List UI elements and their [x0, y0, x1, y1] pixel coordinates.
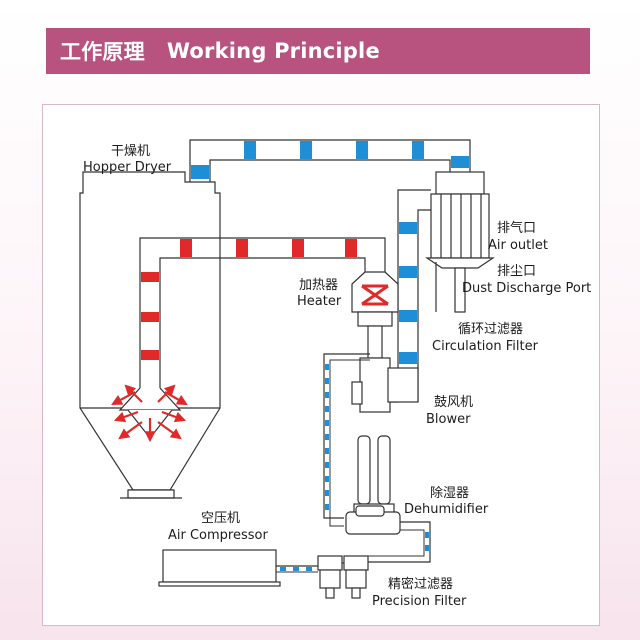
label-circulation-filter-zh: 循环过滤器 [458, 322, 523, 337]
label-precision-filter-en: Precision Filter [372, 594, 467, 609]
label-precision-filter-zh: 精密过滤器 [388, 576, 453, 592]
label-air-outlet-zh: 排气口 [497, 220, 536, 236]
hot-air-arrows [111, 384, 188, 443]
hot-air-pipe [118, 237, 386, 439]
air-compressor [158, 549, 281, 587]
label-circulation-filter-en: Circulation Filter [432, 339, 539, 354]
title-en: Working Principle [166, 39, 380, 63]
label-air-compressor-en: Air Compressor [168, 528, 268, 543]
title-zh: 工作原理 [60, 40, 145, 64]
label-heater-en: Heater [297, 294, 342, 309]
label-dust-port-en: Dust Discharge Port [462, 281, 591, 296]
label-hopper-dryer-en: Hopper Dryer [83, 160, 172, 175]
precision-filter [317, 555, 369, 599]
dry-air-line [323, 353, 370, 527]
hopper-dryer [79, 171, 221, 499]
label-dust-port-zh: 排尘口 [497, 264, 536, 279]
label-air-outlet-en: Air outlet [488, 238, 548, 253]
label-dehumidifier-en: Dehumidifier [404, 502, 489, 517]
title-banner: 工作原理 Working Principle [46, 28, 590, 74]
label-heater-zh: 加热器 [299, 278, 338, 293]
filter-to-blower-pipe [388, 189, 431, 403]
return-air-pipe [189, 139, 471, 182]
circulation-filter [425, 171, 495, 313]
dehumidifier [345, 435, 401, 535]
heater [351, 271, 399, 327]
label-air-compressor-zh: 空压机 [201, 511, 240, 526]
compressed-air-line [276, 521, 431, 573]
label-blower-zh: 鼓风机 [434, 395, 473, 410]
blower [351, 325, 419, 413]
label-hopper-dryer-zh: 干燥机 [111, 144, 150, 159]
label-dehumidifier-zh: 除湿器 [430, 486, 469, 501]
label-blower-en: Blower [426, 412, 471, 427]
labels: 干燥机 Hopper Dryer 排气口 Air outlet 排尘口 Dust… [83, 144, 591, 609]
